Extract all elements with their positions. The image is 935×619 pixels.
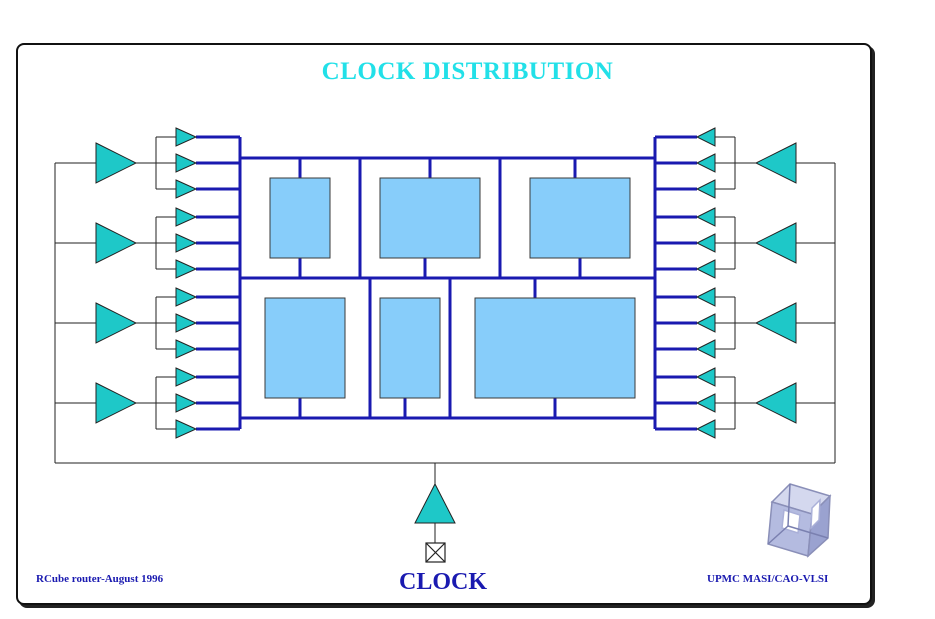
triangle-buffer-icon: [695, 419, 716, 439]
triangle-buffer-icon: [695, 393, 716, 413]
triangle-buffer-icon: [175, 207, 198, 227]
triangle-buffer-icon: [695, 153, 716, 173]
block-4: [264, 297, 346, 399]
triangle-buffer-icon: [175, 287, 198, 307]
triangle-buffer-icon: [95, 222, 138, 264]
triangle-buffer-icon: [175, 367, 198, 387]
triangle-buffer-icon: [695, 233, 716, 253]
right-leaf-buffers: [695, 127, 716, 439]
triangle-buffer-icon: [754, 142, 797, 184]
triangle-buffer-icon: [695, 313, 716, 333]
triangle-buffer-icon: [695, 259, 716, 279]
footer-left: RCube router-August 1996: [36, 573, 164, 585]
block-6: [474, 297, 636, 399]
triangle-buffer-icon: [754, 382, 797, 424]
functional-blocks: [264, 177, 636, 399]
right-driver-buffers: [754, 142, 797, 424]
block-2: [379, 177, 481, 259]
triangle-buffer-icon: [175, 339, 198, 359]
triangle-buffer-icon: [175, 313, 198, 333]
triangle-buffer-icon: [175, 153, 198, 173]
triangle-buffer-icon: [175, 233, 198, 253]
crossed-box-icon: [425, 542, 446, 563]
footer-right: UPMC MASI/CAO-VLSI: [707, 573, 829, 585]
clock-label: CLOCK: [398, 569, 487, 595]
triangle-buffer-icon: [695, 367, 716, 387]
block-1: [269, 177, 331, 259]
left-driver-buffers: [95, 142, 138, 424]
triangle-buffer-icon: [175, 179, 198, 199]
triangle-buffer-icon: [754, 222, 797, 264]
triangle-buffer-icon: [695, 287, 716, 307]
clock-grid: [196, 135, 697, 431]
clock-tree-wiring: [54, 136, 836, 543]
triangle-buffer-icon: [95, 142, 138, 184]
triangle-buffer-icon: [754, 302, 797, 344]
triangle-buffer-icon: [175, 419, 198, 439]
block-3: [529, 177, 631, 259]
slide-title: CLOCK DISTRIBUTION: [321, 58, 614, 85]
cube-logo-icon: [767, 483, 832, 558]
triangle-buffer-icon: [695, 207, 716, 227]
triangle-buffer-icon: [95, 382, 138, 424]
block-5: [379, 297, 441, 399]
left-leaf-buffers: [175, 127, 198, 439]
triangle-buffer-icon: [95, 302, 138, 344]
triangle-buffer-icon: [175, 127, 198, 147]
triangle-buffer-icon: [695, 179, 716, 199]
triangle-buffer-icon: [175, 393, 198, 413]
triangle-buffer-icon: [175, 259, 198, 279]
root-clock-buffer-icon: [414, 482, 456, 524]
triangle-buffer-icon: [695, 339, 716, 359]
triangle-buffer-icon: [695, 127, 716, 147]
